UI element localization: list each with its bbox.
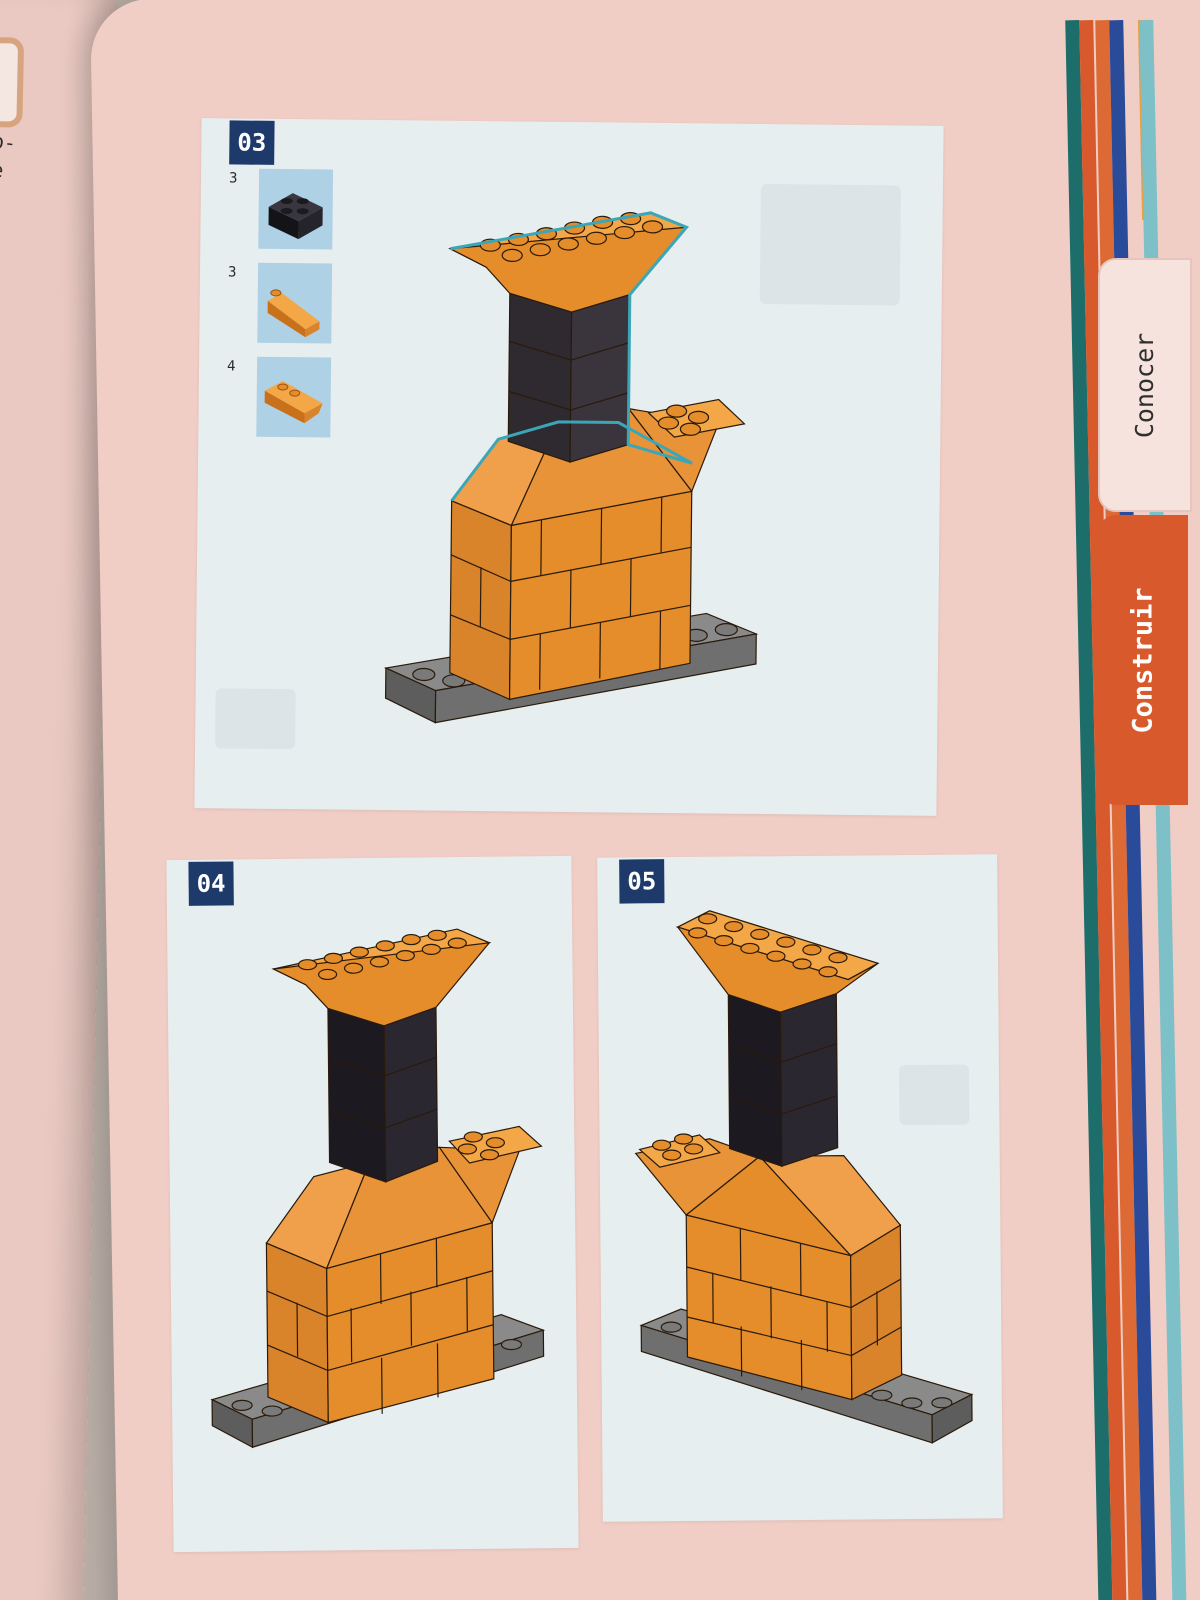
part-item: 3 xyxy=(228,168,334,253)
tab-construir[interactable]: Construir xyxy=(1098,515,1188,805)
step-05-model-illustration xyxy=(634,910,974,1444)
part-item: 3 xyxy=(227,262,333,347)
left-thumbnail xyxy=(0,36,25,128)
step-05-panel: 05 xyxy=(597,854,1003,1522)
step-04-model-illustration xyxy=(210,928,546,1449)
part-box xyxy=(257,262,333,344)
part-box xyxy=(258,168,334,250)
black-2x2-brick-icon xyxy=(268,193,323,240)
step-03-model-illustration xyxy=(383,211,759,724)
part-box xyxy=(256,356,332,438)
part-item: 4 xyxy=(226,356,332,441)
parts-list: 3 3 xyxy=(226,168,334,451)
tab-conocer-label: Conocer xyxy=(1130,332,1160,438)
orange-inverted-slope-brick-icon xyxy=(264,380,323,424)
step-04-panel: 04 xyxy=(166,855,579,1553)
tab-conocer[interactable]: Conocer xyxy=(1098,258,1192,512)
tab-construir-label: Construir xyxy=(1127,586,1159,734)
step-03-panel: 03 3 3 xyxy=(194,118,944,816)
orange-slope-brick-icon xyxy=(267,289,320,338)
left-page-text-1: ob- xyxy=(0,127,18,156)
left-page-text-2: se xyxy=(0,155,5,183)
